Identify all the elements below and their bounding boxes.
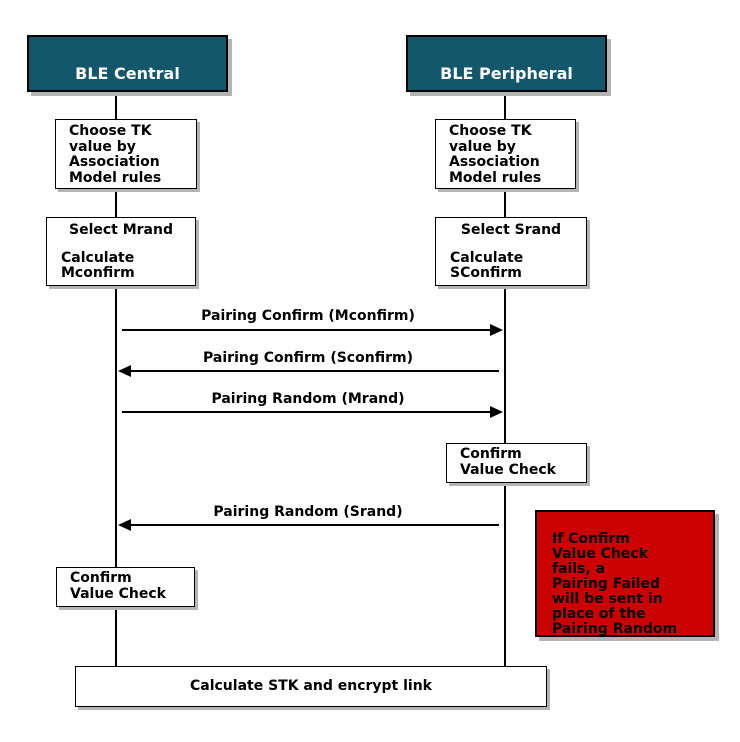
message-pairing-random-mrand-label: Pairing Random (Mrand) — [211, 391, 405, 407]
calculate-sconfirm-text: Calculate SConfirm — [450, 249, 524, 281]
lifeline-peripheral — [504, 92, 506, 666]
step-calculate-stk: Calculate STK and encrypt link — [75, 666, 547, 707]
select-srand-title: Select Srand — [460, 222, 562, 238]
step-central-choose-tk: Choose TK value by Association Model rul… — [55, 119, 197, 189]
actor-ble-peripheral: BLE Peripheral — [406, 35, 607, 92]
message-pairing-confirm-sconfirm-line — [128, 370, 499, 372]
message-pairing-confirm-sconfirm-label: Pairing Confirm (Sconfirm) — [203, 350, 413, 366]
message-pairing-random-srand-label: Pairing Random (Srand) — [213, 504, 403, 520]
arrowhead-right-icon — [490, 406, 503, 418]
lifeline-central — [115, 92, 117, 666]
select-mrand-title: Select Mrand — [68, 222, 173, 238]
step-peripheral-confirm-value-check: Confirm Value Check — [446, 443, 587, 483]
actor-ble-central-label: BLE Central — [75, 64, 180, 83]
note-pairing-failed: If Confirm Value Check fails, a Pairing … — [535, 510, 715, 637]
step-central-select-mrand: Select Mrand Calculate Mconfirm — [46, 217, 196, 286]
actor-ble-central: BLE Central — [27, 35, 228, 92]
step-central-confirm-value-check: Confirm Value Check — [56, 567, 195, 607]
arrowhead-right-icon — [490, 324, 503, 336]
calculate-stk-label: Calculate STK and encrypt link — [189, 677, 432, 694]
arrowhead-left-icon — [118, 365, 131, 377]
step-peripheral-select-srand: Select Srand Calculate SConfirm — [435, 217, 587, 286]
message-pairing-confirm-mconfirm-line — [122, 329, 492, 331]
message-pairing-confirm-mconfirm-label: Pairing Confirm (Mconfirm) — [201, 308, 415, 324]
message-pairing-random-mrand-line — [122, 411, 492, 413]
actor-ble-peripheral-label: BLE Peripheral — [440, 64, 573, 83]
calculate-mconfirm-text: Calculate Mconfirm — [61, 249, 135, 281]
step-peripheral-choose-tk: Choose TK value by Association Model rul… — [435, 119, 576, 189]
arrowhead-left-icon — [118, 519, 131, 531]
message-pairing-random-srand-line — [128, 524, 499, 526]
